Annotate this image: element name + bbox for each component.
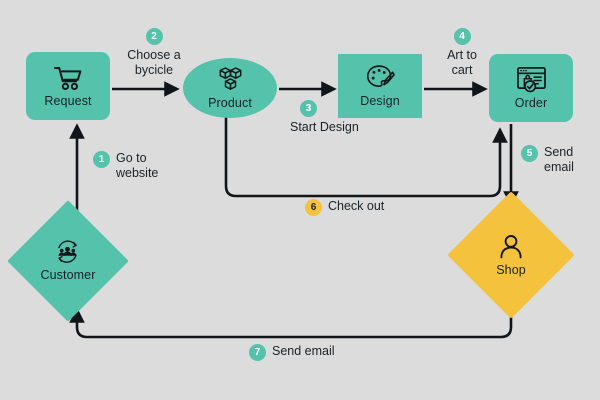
boxes-cube-icon <box>217 66 244 93</box>
step-badge-3: 3 <box>300 100 317 117</box>
step-badge-4: 4 <box>453 28 471 45</box>
edge-label-3-text: Start Design <box>290 120 359 134</box>
step-badge-7: 7 <box>249 344 266 361</box>
edge-label-1: 1 Go to website <box>93 151 158 181</box>
edge-shop-to-customer <box>69 298 513 339</box>
edge-label-4: 4 Art to cart <box>427 28 497 78</box>
browser-checkout-icon <box>516 66 547 93</box>
node-customer[interactable]: Customer <box>7 200 129 322</box>
edge-label-2: 2 Choose a bycicle <box>117 28 191 78</box>
node-product[interactable]: Product <box>183 58 277 118</box>
edge-label-6-text: Check out <box>328 199 385 213</box>
edge-label-4-text: Art to cart <box>447 48 477 77</box>
edge-label-3: 3 Start Design <box>290 100 359 135</box>
node-shop[interactable]: Shop <box>447 191 575 319</box>
node-design[interactable]: Design <box>338 54 422 118</box>
edge-label-5: 5 Send email <box>521 145 574 175</box>
step-badge-2: 2 <box>145 28 163 45</box>
person-icon <box>498 234 524 260</box>
edge-label-1-text: Go to website <box>116 151 159 180</box>
edge-label-6: 6 Check out <box>305 199 384 216</box>
node-order[interactable]: Order <box>489 54 573 122</box>
edge-product-to-order-checkout <box>224 116 508 198</box>
edge-label-5-text: Send email <box>544 145 574 174</box>
node-customer-label: Customer <box>40 268 96 283</box>
node-order-label: Order <box>514 96 548 111</box>
customer-group-icon <box>54 240 81 265</box>
node-request[interactable]: Request <box>26 52 110 120</box>
shopping-cart-icon <box>53 65 83 91</box>
node-product-label: Product <box>208 95 252 110</box>
paint-palette-icon <box>366 64 395 91</box>
edge-label-7-text: Send email <box>272 344 335 358</box>
edge-label-7: 7 Send email <box>249 344 335 361</box>
node-shop-label: Shop <box>496 262 526 277</box>
node-request-label: Request <box>44 93 92 108</box>
step-badge-5: 5 <box>521 145 538 162</box>
node-design-label: Design <box>360 94 400 109</box>
step-badge-6: 6 <box>305 199 322 216</box>
edge-label-2-text: Choose a bycicle <box>127 48 181 77</box>
step-badge-1: 1 <box>93 151 110 168</box>
